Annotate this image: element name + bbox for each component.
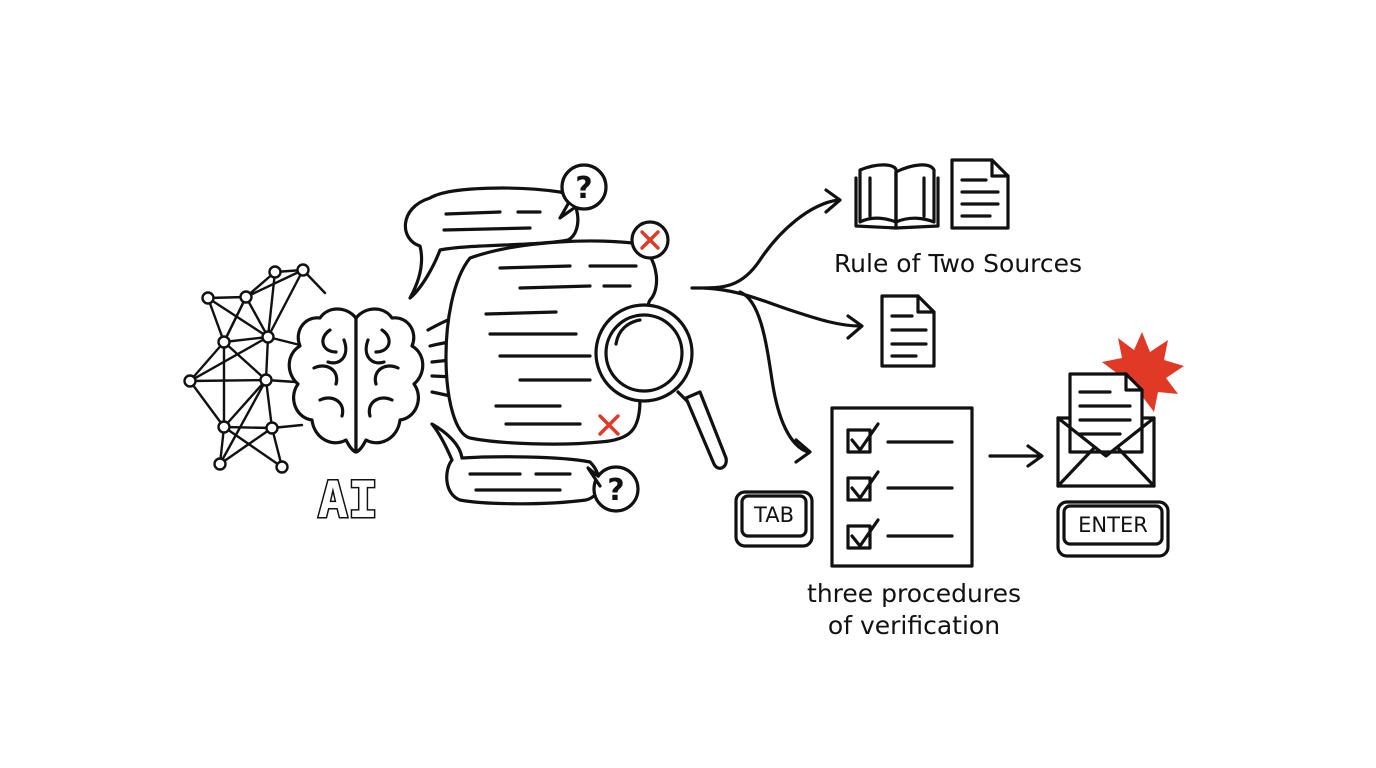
magnifying-glass-icon (594, 303, 728, 470)
checkbox-checked-icon (846, 422, 880, 454)
speech-bubble-large (444, 239, 659, 446)
document-icon (950, 158, 1010, 230)
question-icon-2: ? (586, 465, 640, 513)
envelope-icon (1056, 372, 1156, 488)
procedures-label-line1: three procedures (807, 579, 1021, 608)
speech-bubble-icon (403, 186, 580, 300)
neural-network-icon (183, 263, 327, 474)
question-mark-top: ? (575, 171, 592, 206)
error-x-icon (630, 220, 670, 260)
error-x-icon-2 (598, 414, 620, 436)
book-icon (854, 163, 940, 230)
rule-of-two-label: Rule of Two Sources (834, 249, 1082, 278)
checkbox-checked-icon-2 (846, 470, 880, 502)
procedures-label-line2: of verification (828, 611, 1000, 640)
arrow-icon (690, 188, 864, 464)
checkbox-checked-icon-3 (846, 518, 880, 550)
ai-label: AI (318, 471, 378, 529)
question-mark-bottom: ? (607, 473, 624, 508)
arrow-icon-2 (988, 444, 1044, 468)
tab-key-label: TAB (753, 503, 794, 527)
speech-bubble-bottom (430, 422, 601, 506)
question-icon: ? (558, 163, 608, 220)
keyboard-key-icon-2 (1056, 500, 1170, 558)
brain-icon (287, 307, 425, 454)
keyboard-key-icon (734, 490, 814, 548)
alert-burst-icon (1102, 332, 1184, 412)
enter-key-label: ENTER (1078, 513, 1148, 537)
document-icon-2 (880, 294, 936, 368)
